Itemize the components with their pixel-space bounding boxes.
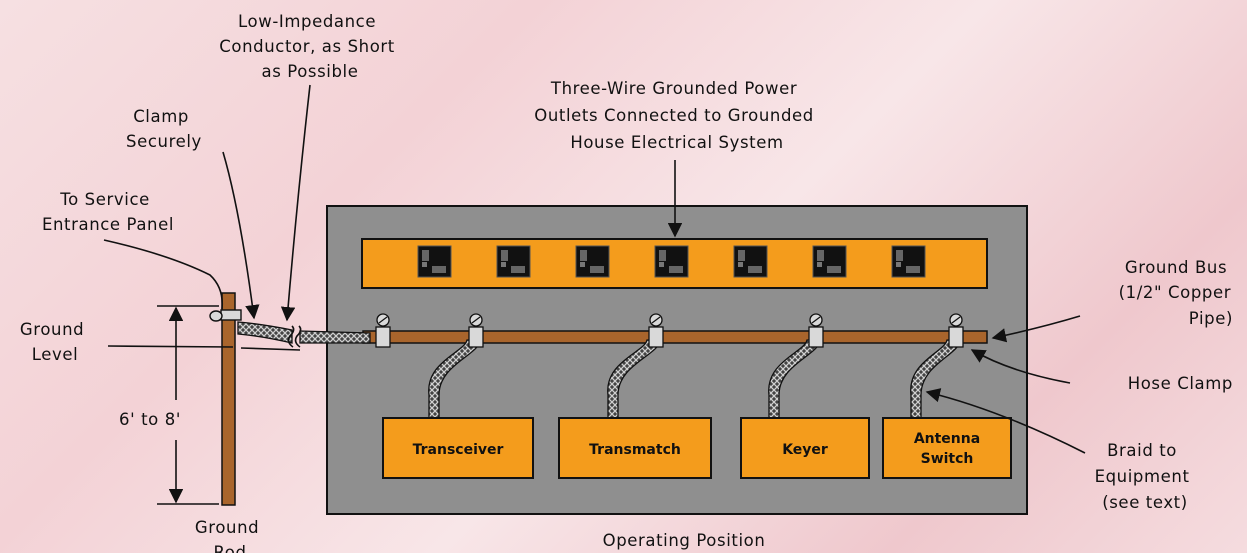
leader-low-impedance	[280, 84, 311, 322]
hose-clamp-group	[375, 313, 964, 348]
ground-rod	[221, 292, 236, 506]
ground-level-line	[107, 345, 301, 351]
leader-braid	[925, 388, 1086, 454]
equipment-box: Transceiver	[382, 417, 534, 479]
braid-group	[428, 339, 962, 419]
power-outlet	[496, 245, 531, 278]
equipment-label: Antenna	[914, 431, 980, 447]
equipment-label: Transmatch	[589, 442, 681, 458]
hose-clamp	[948, 313, 964, 348]
hose-clamp	[468, 313, 484, 348]
power-outlet	[891, 245, 926, 278]
leader-clamp-securely	[222, 151, 260, 320]
ground-conductor-break-2	[294, 325, 302, 348]
power-outlet	[575, 245, 610, 278]
label-braid: Braid to Equipment (see text)	[1095, 441, 1196, 512]
power-outlet	[812, 245, 847, 278]
power-outlet	[417, 245, 452, 278]
equipment-box: Keyer	[740, 417, 870, 479]
ground-conductor-braid	[237, 321, 293, 344]
hose-clamp	[808, 313, 824, 348]
label-ground-level: Ground Level	[20, 320, 90, 364]
label-outlets: Three-Wire Grounded Power Outlets Connec…	[534, 79, 819, 152]
label-low-impedance: Low-Impedance Conductor, as Short as Pos…	[219, 12, 400, 81]
hose-clamp	[648, 313, 664, 348]
ground-conductor-break	[287, 325, 295, 348]
ground-conductor-braid-2	[299, 330, 371, 344]
leader-ground-bus	[991, 315, 1081, 343]
label-clamp-securely: Clamp Securely	[126, 107, 202, 151]
hose-clamp	[375, 313, 391, 348]
rod-clamp-screw	[209, 310, 223, 322]
ground-bus-pipe	[362, 330, 988, 344]
label-ground-rod: Ground Rod	[195, 518, 265, 553]
equipment-box: Transmatch	[558, 417, 712, 479]
rod-clamp	[220, 309, 242, 321]
leader-service-entrance	[103, 239, 224, 310]
power-outlet	[654, 245, 689, 278]
label-service-entrance: To Service Entrance Panel	[42, 190, 174, 234]
label-operating-position: Operating Position	[603, 531, 766, 550]
leader-hose-clamp	[970, 349, 1071, 384]
label-ground-bus: Ground Bus (1/2" Copper Pipe)	[1119, 258, 1237, 328]
equipment-label: Switch	[921, 451, 974, 467]
label-hose-clamp: Hose Clamp	[1128, 374, 1233, 393]
equipment-label: Transceiver	[413, 442, 504, 458]
power-outlet	[733, 245, 768, 278]
label-rod-length: 6' to 8'	[119, 410, 181, 429]
equipment-label: Keyer	[782, 442, 828, 458]
outlet-group	[417, 245, 926, 278]
